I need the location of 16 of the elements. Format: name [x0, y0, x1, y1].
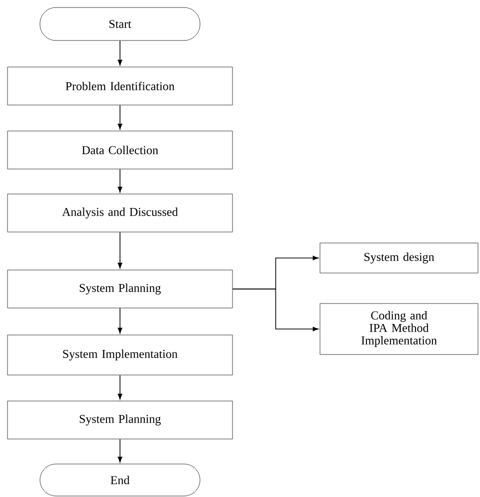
arrow: [118, 374, 122, 400]
arrow: [118, 104, 122, 130]
process-box: Coding and IPA Method Implementation: [320, 303, 478, 355]
arrow: [232, 288, 318, 332]
arrow: [118, 40, 122, 66]
arrow: [118, 168, 122, 192]
process-box: Analysis and Discussed: [7, 194, 233, 232]
process-box: System design: [320, 242, 478, 274]
process-box: System Planning: [7, 270, 233, 308]
process-box: Data Collection: [7, 130, 233, 170]
arrow: [118, 232, 122, 268]
arrow: [118, 308, 122, 334]
process-box: System Implementation: [7, 334, 233, 376]
process-box: System Planning: [7, 400, 233, 440]
process-box: Problem Identification: [7, 66, 233, 106]
arrow: [118, 438, 122, 462]
